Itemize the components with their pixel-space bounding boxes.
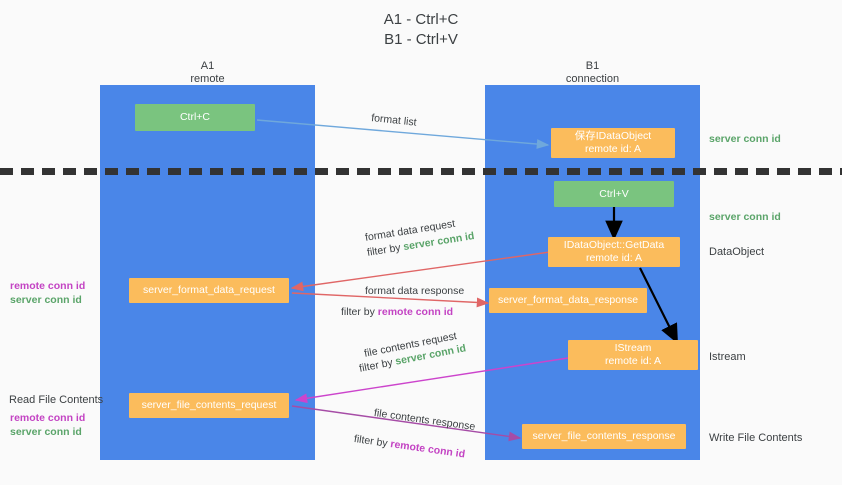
label-file-remote-conn-id: remote conn id (10, 412, 86, 424)
edge-label-file-contents-response: file contents response (373, 406, 477, 434)
node-server-file-contents-request[interactable]: server_file_contents_request (129, 393, 289, 418)
edge-label-format-data-response: format data response (365, 285, 465, 297)
label-server-conn-id-mid: server conn id (709, 211, 781, 223)
label-write-file-contents: Write File Contents (709, 432, 803, 444)
node-server-format-data-request[interactable]: server_format_data_request (129, 278, 289, 303)
edge-label-file-contents-response-filter: filter by remote conn id (353, 432, 466, 462)
filter-value-remote-conn-id-2: remote conn id (389, 438, 466, 461)
lane-header-a1: A1 remote (190, 60, 225, 85)
filter-value-remote-conn-id: remote conn id (377, 306, 454, 318)
node-istream[interactable]: IStream remote id: A (568, 340, 698, 370)
node-save-idataobject[interactable]: 保存IDataObject remote id: A (551, 128, 675, 158)
filter-prefix-text-3: filter by (358, 355, 397, 375)
label-istream: Istream (709, 351, 746, 363)
lane-header-b1: B1 connection (565, 60, 620, 85)
label-server-conn-id-top: server conn id (709, 133, 781, 145)
label-dataobject: DataObject (709, 246, 765, 258)
label-read-file-contents: Read File Contents (9, 394, 104, 406)
filter-prefix-text-4: filter by (353, 432, 392, 450)
node-idataobject-getdata[interactable]: IDataObject::GetData remote id: A (548, 237, 680, 267)
edge-label-format-list: format list (370, 111, 418, 129)
edge-label-format-data-response-filter: filter by remote conn id (341, 305, 453, 320)
page-title: A1 - Ctrl+C B1 - Ctrl+V (383, 11, 459, 48)
label-format-remote-conn-id: remote conn id (10, 280, 86, 292)
node-ctrl-v[interactable]: Ctrl+V (554, 181, 674, 207)
label-file-server-conn-id: server conn id (10, 426, 82, 438)
node-ctrl-c[interactable]: Ctrl+C (135, 104, 255, 131)
label-format-server-conn-id: server conn id (10, 294, 82, 306)
node-server-file-contents-response[interactable]: server_file_contents_response (522, 424, 686, 449)
node-server-format-data-response[interactable]: server_format_data_response (489, 288, 647, 313)
phase-separator-dashed-line (0, 168, 842, 175)
filter-prefix-text-2: filter by (341, 306, 378, 318)
